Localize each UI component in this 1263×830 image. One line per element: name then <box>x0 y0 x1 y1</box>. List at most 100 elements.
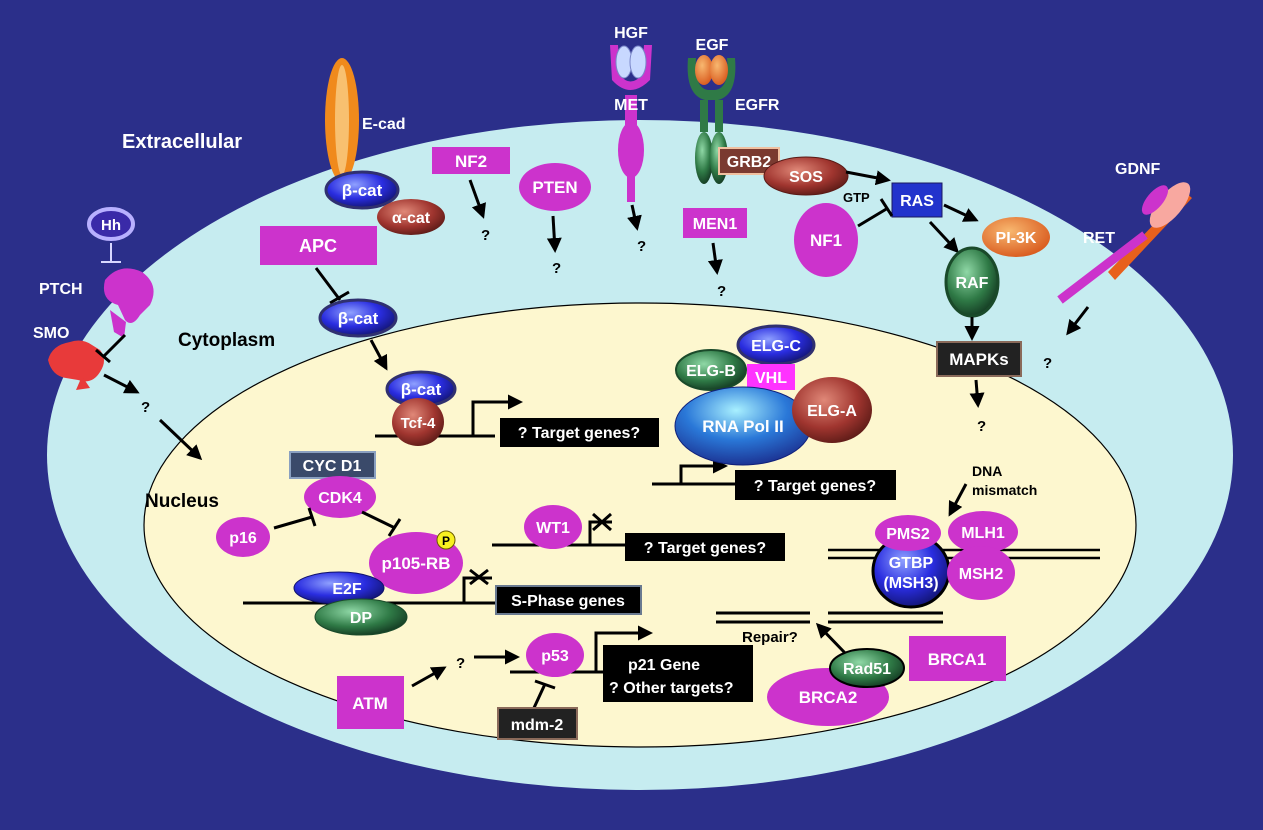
hh-ligand: Hh <box>87 207 135 241</box>
egf-label: EGF <box>696 37 729 54</box>
svg-text:β-cat: β-cat <box>401 380 442 399</box>
ras-protein: RAS <box>891 182 943 218</box>
bcat-cytoplasm-protein: β-cat <box>318 298 398 338</box>
extracellular-label: Extracellular <box>122 131 242 153</box>
bcat-nuclear-arrow <box>369 339 388 371</box>
wt1-protein: WT1 <box>524 505 582 549</box>
mdm2-protein: mdm-2 <box>497 707 578 740</box>
ptch-label: PTCH <box>39 281 83 298</box>
ptch-receptor <box>103 268 154 338</box>
p53-promoter-arrow <box>594 625 653 672</box>
svg-text:MSH2: MSH2 <box>959 566 1004 583</box>
ecad-receptor <box>325 58 359 182</box>
svg-text:S-Phase genes: S-Phase genes <box>511 593 625 610</box>
p16-inhibit <box>273 507 317 530</box>
ecad-label: E-cad <box>362 116 406 133</box>
p21-target-genes: p21 Gene ? Other targets? <box>603 645 753 702</box>
svg-text:PTEN: PTEN <box>532 178 577 197</box>
wt1-target-genes: ? Target genes? <box>625 533 785 561</box>
svg-text:BRCA1: BRCA1 <box>928 650 987 669</box>
svg-text:GRB2: GRB2 <box>727 154 772 171</box>
svg-text:E2F: E2F <box>332 581 362 598</box>
svg-text:β-cat: β-cat <box>338 309 379 328</box>
raf-protein: RAF <box>944 246 1000 318</box>
nucleus-label: Nucleus <box>145 491 219 512</box>
men1-question: ? <box>717 283 726 300</box>
svg-text:P: P <box>442 534 450 548</box>
men1-arrow <box>707 242 723 275</box>
ret-question: ? <box>1043 355 1052 372</box>
rad51-arrow <box>815 622 848 656</box>
smo-nucleus-arrow <box>158 418 203 461</box>
nf1-inhibit <box>857 198 894 228</box>
ptch-smo-inhibit <box>95 333 127 364</box>
nucleus <box>143 302 1137 748</box>
svg-text:RAS: RAS <box>900 193 934 210</box>
gtp-label: GTP <box>843 190 870 205</box>
vhl-target-genes: ? Target genes? <box>735 470 896 500</box>
pms2-protein: PMS2 <box>875 515 941 551</box>
nf2-question: ? <box>481 227 490 244</box>
vhl-promoter-arrow <box>679 458 728 484</box>
svg-text:MEN1: MEN1 <box>693 216 738 233</box>
svg-text:ELG-C: ELG-C <box>751 338 801 355</box>
mlh1-protein: MLH1 <box>948 511 1018 553</box>
elgc-protein: ELG-C <box>736 324 816 366</box>
dna-mismatch-label-2: mismatch <box>972 482 1037 498</box>
mismatch-arrow <box>948 483 968 517</box>
dsb-dna <box>716 611 943 624</box>
svg-text:RAF: RAF <box>956 275 989 292</box>
p16-protein: p16 <box>216 517 270 557</box>
svg-text:p105-RB: p105-RB <box>382 554 451 573</box>
cdk4-inhibit <box>361 510 402 537</box>
svg-text:WT1: WT1 <box>536 520 570 537</box>
svg-text:CDK4: CDK4 <box>318 490 362 507</box>
cdk4-protein: CDK4 <box>304 476 376 518</box>
ret-label: RET <box>1083 230 1115 247</box>
svg-text:p21 Gene: p21 Gene <box>628 657 700 674</box>
tcf4-promoter-arrow <box>471 394 523 436</box>
men1-protein: MEN1 <box>683 208 747 238</box>
atm-arrow <box>411 666 447 688</box>
gdnf-label: GDNF <box>1115 161 1161 178</box>
msh2-protein: MSH2 <box>947 546 1015 600</box>
svg-text:? Target genes?: ? Target genes? <box>644 540 766 557</box>
svg-text:NF1: NF1 <box>810 231 842 250</box>
apc-protein: APC <box>260 226 377 265</box>
elga-protein: ELG-A <box>792 377 872 443</box>
svg-text:GTBP: GTBP <box>889 555 934 572</box>
egfr-label: EGFR <box>735 97 780 114</box>
ret-arrow <box>1066 306 1090 336</box>
svg-text:p53: p53 <box>541 648 569 665</box>
smo-label: SMO <box>33 325 69 342</box>
smo-receptor <box>48 340 104 390</box>
tcf4-target-genes: ? Target genes? <box>500 418 659 447</box>
sos-ras-arrow <box>845 170 891 186</box>
svg-text:? Target genes?: ? Target genes? <box>754 478 876 495</box>
ras-raf-arrow <box>928 220 960 254</box>
hh-inhibit <box>101 243 121 263</box>
ras-pi3k-arrow <box>943 203 979 222</box>
svg-text:ELG-A: ELG-A <box>807 403 857 420</box>
ret-receptor <box>1057 182 1192 304</box>
svg-text:CYC D1: CYC D1 <box>303 458 362 475</box>
bcat-membrane-protein: β-cat <box>324 170 400 210</box>
svg-text:APC: APC <box>299 236 337 256</box>
sos-protein: SOS <box>763 156 849 196</box>
mapk-arrow <box>969 379 985 408</box>
wt1-promoter-arrow <box>588 520 612 545</box>
nf2-arrow <box>468 179 486 219</box>
gtbp-protein: GTBP (MSH3) <box>871 533 951 609</box>
mapks-protein: MAPKs <box>936 341 1022 377</box>
cytoplasm-label: Cytoplasm <box>178 330 275 351</box>
atm-protein: ATM <box>337 676 404 729</box>
svg-text:ATM: ATM <box>352 694 388 713</box>
pten-arrow <box>546 215 562 253</box>
pten-question: ? <box>552 260 561 277</box>
svg-text:DP: DP <box>350 610 373 627</box>
pi3k-protein: PI-3K <box>982 217 1050 257</box>
met-label: MET <box>614 97 648 114</box>
svg-text:NF2: NF2 <box>455 152 487 171</box>
wt1-block-x <box>592 512 612 532</box>
met-arrow <box>627 204 642 231</box>
